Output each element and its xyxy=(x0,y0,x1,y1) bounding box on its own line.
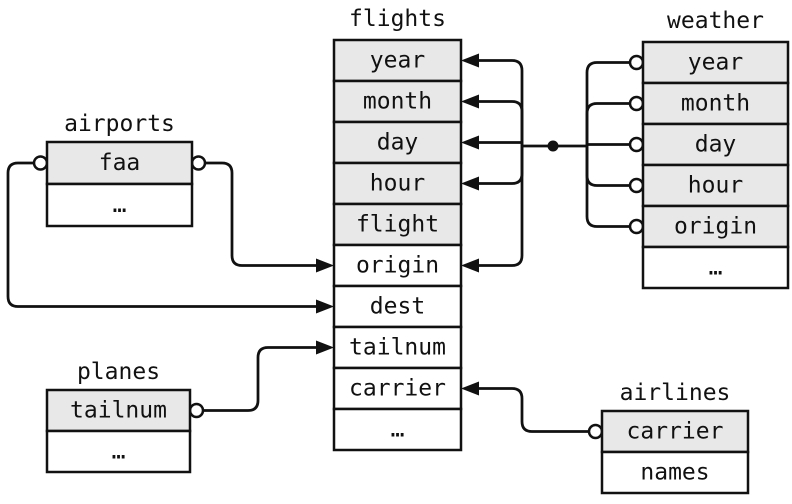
weather-month-port-icon xyxy=(628,95,645,112)
flights-row-day-label: day xyxy=(377,130,419,156)
arrowhead-flights-origin-icon xyxy=(461,258,479,273)
relationship-line-weather-hour xyxy=(585,146,631,187)
planes-title: planes xyxy=(77,359,160,385)
relationship-line-planes-tailnum xyxy=(203,346,317,412)
arrowhead-flights-hour-icon xyxy=(461,176,479,191)
flights-row-dest-label: dest xyxy=(370,294,425,320)
weather-row-year-label: year xyxy=(688,50,743,76)
airports-row-faa-label: faa xyxy=(99,150,141,176)
weather-row-day xyxy=(641,122,790,167)
arrowhead-airlines-carrier-icon xyxy=(461,381,479,396)
airports-row-faa xyxy=(45,140,194,186)
flights-row-origin xyxy=(332,243,463,288)
relationship-weather-flights xyxy=(461,53,645,273)
table-planes: planes tailnum … xyxy=(45,359,192,474)
flights-row-year-label: year xyxy=(370,48,425,74)
flights-row-year xyxy=(332,38,463,83)
weather-hour-port-icon xyxy=(628,177,645,194)
flights-row-carrier xyxy=(332,366,463,411)
arrowhead-planes-tailnum-icon xyxy=(316,340,334,355)
junction-dot-icon xyxy=(547,140,559,152)
flights-title: flights xyxy=(349,6,446,32)
weather-title: weather xyxy=(667,8,764,34)
weather-day-port-icon xyxy=(628,136,645,153)
weather-row-origin-label: origin xyxy=(674,214,757,240)
relationship-line-weather-month xyxy=(585,102,631,146)
planes-row-tailnum xyxy=(45,388,192,433)
weather-row-hour xyxy=(641,163,790,208)
weather-year-port-icon xyxy=(628,54,645,71)
table-flights: flights year month day hour flight origi… xyxy=(332,6,463,452)
relationship-line-airports-origin xyxy=(205,161,317,267)
relationship-airlines-flights xyxy=(461,381,604,440)
flights-row-month-label: month xyxy=(363,89,432,115)
weather-row-month xyxy=(641,81,790,126)
flights-row-flight xyxy=(332,202,463,247)
table-weather: weather year month day hour origin … xyxy=(641,8,790,290)
relationship-line-flights-month xyxy=(478,100,524,146)
arrowhead-flights-day-icon xyxy=(461,135,479,150)
weather-row-day-label: day xyxy=(695,132,737,158)
flights-row-flight-label: flight xyxy=(356,212,439,238)
airlines-carrier-port-icon xyxy=(587,423,604,440)
airlines-row-names-label: names xyxy=(640,460,709,486)
table-airports: airports faa … xyxy=(45,111,194,228)
weather-origin-port-icon xyxy=(628,218,645,235)
table-airlines: airlines carrier names xyxy=(600,380,750,495)
arrowhead-airports-dest-icon xyxy=(316,299,334,314)
planes-row-more xyxy=(45,429,192,474)
airports-faa-port-left-icon xyxy=(32,155,49,171)
arrowhead-airports-origin-icon xyxy=(316,258,334,273)
weather-row-hour-label: hour xyxy=(688,173,743,199)
flights-row-day xyxy=(332,120,463,165)
planes-tailnum-port-icon xyxy=(188,402,205,419)
weather-row-month-label: month xyxy=(681,91,750,117)
airports-faa-port-right-icon xyxy=(190,155,207,171)
arrowhead-flights-month-icon xyxy=(461,94,479,109)
relationship-line-airports-dest xyxy=(6,161,317,308)
flights-row-origin-label: origin xyxy=(356,253,439,279)
airlines-row-names xyxy=(600,450,750,495)
weather-row-more-label: … xyxy=(709,255,723,281)
flights-row-dest xyxy=(332,284,463,329)
airlines-title: airlines xyxy=(620,380,731,406)
flights-row-more-label: … xyxy=(391,417,405,443)
planes-row-more-label: … xyxy=(112,439,126,465)
flights-row-month xyxy=(332,79,463,124)
weather-row-year xyxy=(641,40,790,85)
weather-row-more xyxy=(641,245,790,290)
relationship-line-airlines-carrier xyxy=(478,387,589,433)
flights-row-tailnum-label: tailnum xyxy=(349,335,446,361)
airlines-row-carrier xyxy=(600,409,750,454)
relationship-airports-flights xyxy=(6,155,334,314)
planes-row-tailnum-label: tailnum xyxy=(70,398,167,424)
flights-row-hour xyxy=(332,161,463,206)
airports-row-more-label: … xyxy=(113,192,127,218)
arrowhead-flights-year-icon xyxy=(461,53,479,68)
flights-row-hour-label: hour xyxy=(370,171,425,197)
relationship-line-flights-hour xyxy=(478,146,524,185)
airports-row-more xyxy=(45,182,194,228)
flights-row-carrier-label: carrier xyxy=(349,376,446,402)
airports-title: airports xyxy=(64,111,175,137)
flights-row-more xyxy=(332,407,463,452)
airlines-row-carrier-label: carrier xyxy=(627,419,724,445)
